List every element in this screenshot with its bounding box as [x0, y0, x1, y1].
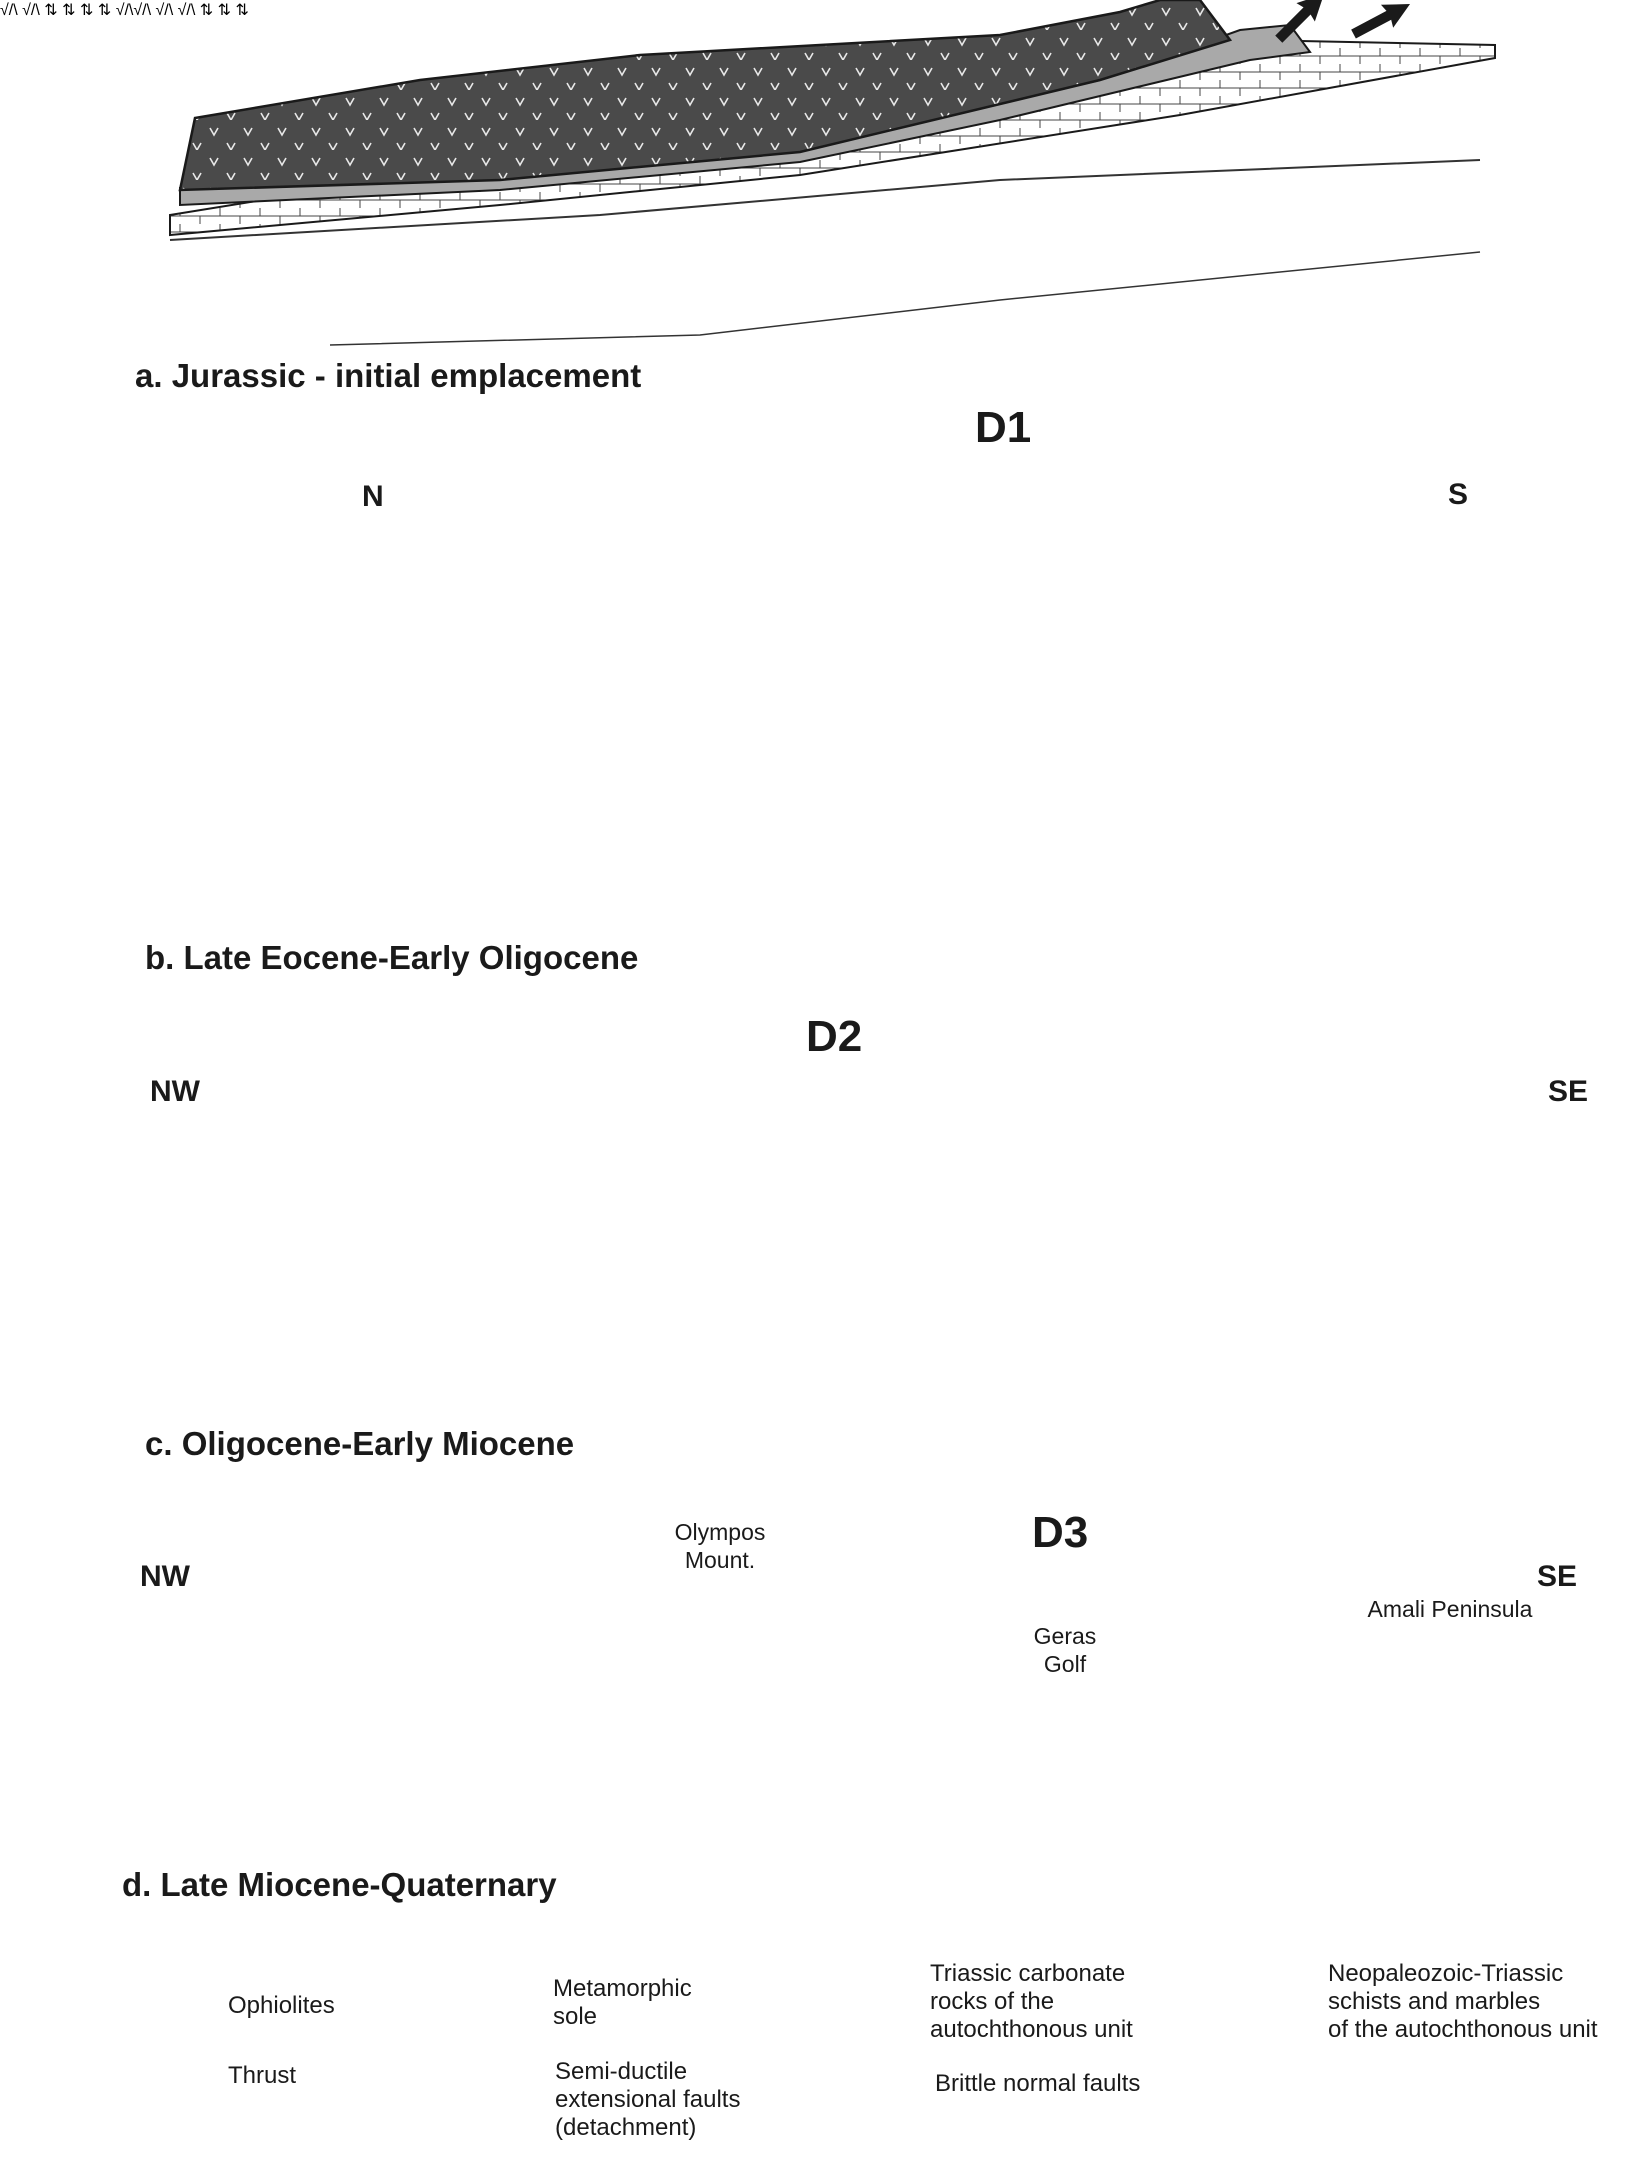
panel-d-arch-line: √/\ √/\ ⇅ ⇅ ⇅ ⇅ √/\√/\ √/\ √/\ ⇅ ⇅ — [0, 2, 235, 19]
panel-d-metamorphic-sole: √/\ √/\ ⇅ ⇅ ⇅ ⇅ √/\√/\ √/\ √/\ ⇅ ⇅ — [0, 2, 235, 19]
legend-brittle-icon: ⇅ — [235, 2, 249, 19]
legend-metamorphic-label: Metamorphic sole — [553, 1975, 692, 2031]
panel-b-left-direction: N — [362, 480, 384, 513]
panel-d-arch-line: √/\ √/\ ⇅ ⇅ ⇅ ⇅ √/\√/\ √/\ √/\ ⇅ ⇅ — [0, 2, 235, 19]
panel-d-carbonate-dome: √/\ √/\ ⇅ ⇅ ⇅ ⇅ √/\√/\ √/\ √/\ ⇅ ⇅ — [0, 2, 235, 19]
geras-line-2: Golf — [1043, 1651, 1087, 1677]
panel-d-left-direction: NW — [140, 1560, 190, 1593]
panel-d-ophiolite-right: √/\ √/\ ⇅ ⇅ ⇅ ⇅ √/\√/\ √/\ √/\ ⇅ ⇅ — [0, 2, 235, 19]
legend-triassic-label: Triassic carbonate rocks of the autochth… — [930, 1960, 1133, 2044]
panel-c-right-direction: SE — [1548, 1075, 1589, 1108]
legend: ⇅ — [235, 2, 248, 19]
geras-line-1: Geras — [1033, 1623, 1097, 1649]
olympos-line-1: Olympos — [674, 1519, 766, 1545]
panel-d-ophiolite: √/\ √/\ ⇅ ⇅ ⇅ ⇅ √/\√/\ √/\ √/\ ⇅ ⇅ — [0, 2, 235, 19]
panel-b-phase-label: D1 — [975, 403, 1032, 452]
panel-b-right-direction: S — [1448, 478, 1469, 511]
panel-a-ophiolite — [178, 0, 1233, 192]
thrust-arrow — [1351, 4, 1411, 39]
legend-brittle-label: Brittle normal faults — [935, 2070, 1141, 2097]
olympos-mount-label: Olympos Mount. — [650, 1518, 790, 1574]
legend-triassic-line-3: autochthonous unit — [930, 2016, 1133, 2043]
panel-d-horst-carbonate: √/\ √/\ ⇅ ⇅ ⇅ ⇅ √/\√/\ √/\ √/\ ⇅ ⇅ — [0, 2, 235, 19]
legend-ophiolites-swatch: ⇅ — [235, 2, 248, 19]
legend-semi-line-1: Semi-ductile — [555, 2058, 688, 2085]
legend-neo-line-3: of the autochthonous unit — [1328, 2016, 1598, 2043]
panel-a-basement-line — [329, 251, 1481, 346]
legend-semi-line-2: extensional faults — [555, 2086, 741, 2113]
legend-metamorphic-line-1: Metamorphic — [553, 1975, 692, 2002]
thrust-arrow — [1275, 0, 1325, 43]
legend-neo-line-2: schists and marbles — [1328, 1988, 1541, 2015]
legend-triassic-line-2: rocks of the — [930, 1988, 1055, 2015]
legend-schist-swatch: ⇅ — [235, 2, 248, 19]
legend-metamorphic-swatch: ⇅ — [235, 2, 248, 19]
legend-ophiolites-label: Ophiolites — [228, 1992, 335, 2019]
panel-d-phase-label: D3 — [1032, 1508, 1089, 1557]
panel-d-right-direction: SE — [1537, 1560, 1578, 1593]
brittle-fault-symbol: √/\ √/\ ⇅ ⇅ ⇅ ⇅ √/\√/\ √/\ √/\ ⇅ ⇅ — [0, 2, 231, 19]
legend-semi-ductile-label: Semi-ductile extensional faults (detachm… — [555, 2058, 740, 2142]
panel-a-title: a. Jurassic - initial emplacement — [135, 357, 642, 394]
legend-semi-line-3: (detachment) — [555, 2114, 697, 2141]
legend-neopaleozoic-label: Neopaleozoic-Triassic schists and marble… — [1328, 1960, 1628, 2044]
panel-a-basement-line — [169, 159, 1481, 241]
olympos-line-2: Mount. — [684, 1547, 756, 1573]
legend-metamorphic-line-2: sole — [553, 2003, 598, 2030]
legend-neo-line-1: Neopaleozoic-Triassic — [1328, 1960, 1564, 1987]
legend-carbonate-swatch: ⇅ — [235, 2, 248, 19]
geras-golf-label: Geras Golf — [1000, 1622, 1130, 1678]
panel-d-metamorphic-right: √/\ √/\ ⇅ ⇅ ⇅ ⇅ √/\√/\ √/\ √/\ ⇅ ⇅ — [0, 2, 235, 19]
panel-b-title: b. Late Eocene-Early Oligocene — [145, 939, 639, 976]
panel-d-sea-level: √/\ √/\ ⇅ ⇅ ⇅ ⇅ √/\√/\ √/\ √/\ ⇅ ⇅ — [0, 2, 235, 19]
legend-triassic-line-1: Triassic carbonate — [930, 1960, 1126, 1987]
legend-thrust-label: Thrust — [228, 2062, 297, 2089]
panel-c-left-direction: NW — [150, 1075, 200, 1108]
brittle-fault-line: √/\ √/\ ⇅ ⇅ ⇅ ⇅ √/\√/\ √/\ √/\ ⇅ ⇅ — [0, 2, 235, 19]
panel-d-section: √/\ √/\ ⇅ ⇅ ⇅ ⇅ √/\√/\ √/\ √/\ ⇅ ⇅ — [0, 2, 235, 19]
amali-peninsula-label: Amali Peninsula — [1367, 1596, 1533, 1622]
panel-d-title: d. Late Miocene-Quaternary — [122, 1866, 557, 1903]
panel-a-section — [169, 0, 1496, 346]
panel-d-carbonate-layer: √/\ √/\ ⇅ ⇅ ⇅ ⇅ √/\√/\ √/\ √/\ ⇅ ⇅ — [0, 2, 235, 19]
panel-c-phase-label: D2 — [806, 1012, 863, 1061]
panel-c-title: c. Oligocene-Early Miocene — [145, 1425, 575, 1462]
